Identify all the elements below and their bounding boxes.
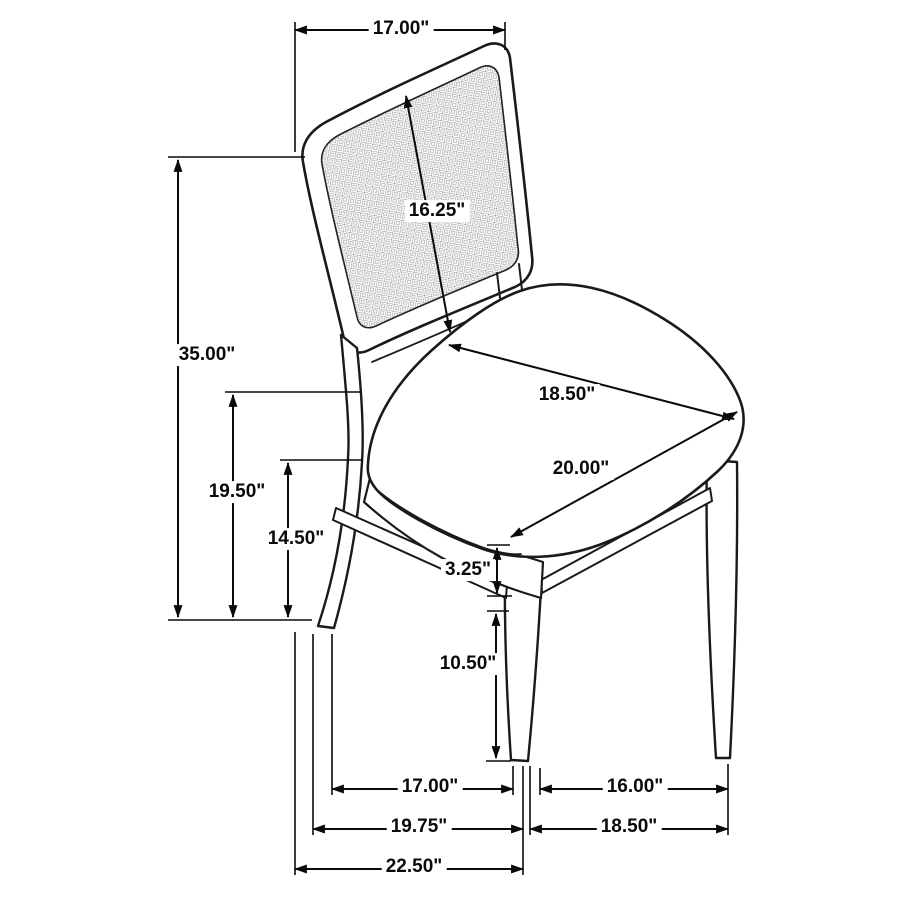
dim-label-base-depth-rear: 18.50" — [596, 816, 662, 838]
dim-label-back-width: 17.00" — [368, 18, 434, 40]
dim-label-front-leg-spacing: 17.00" — [397, 776, 463, 798]
dim-label-leg-clearance: 10.50" — [435, 653, 501, 675]
dim-line-seat-width — [447, 343, 736, 421]
chair-back-post-lines — [496, 263, 523, 299]
chair-figure — [301, 42, 745, 763]
dim-label-seat-depth: 20.00" — [548, 458, 614, 480]
dim-label-back-panel-height: 16.25" — [404, 200, 470, 222]
dim-label-overall-depth: 22.50" — [381, 856, 447, 878]
dim-label-rear-leg-spacing: 16.00" — [602, 776, 668, 798]
chair-front-leg — [503, 554, 544, 763]
dim-label-overall-height: 35.00" — [174, 344, 240, 366]
dim-label-seat-width: 18.50" — [534, 384, 600, 406]
chair-rear-left-leg — [316, 333, 364, 630]
dim-label-apron-height: 3.25" — [441, 559, 495, 581]
dim-label-stretcher-height: 14.50" — [263, 528, 329, 550]
extension-lines — [168, 22, 729, 875]
dim-label-base-depth-front: 19.75" — [386, 816, 452, 838]
dim-line-seat-depth — [510, 411, 738, 538]
dim-label-seat-height: 19.50" — [204, 481, 270, 503]
chair-rear-right-leg — [705, 458, 739, 760]
chair-seat-rim-line — [376, 489, 522, 556]
